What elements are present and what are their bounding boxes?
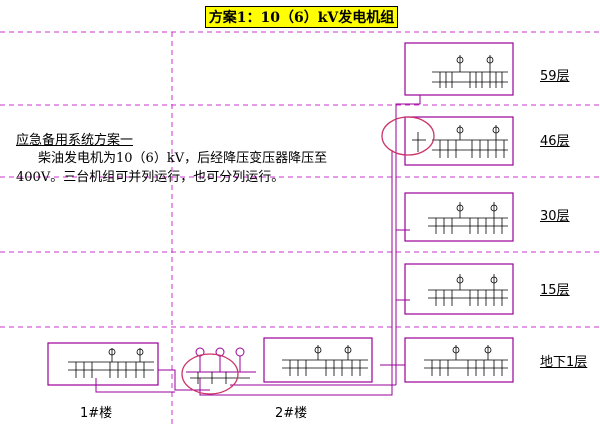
panel-b1-right <box>404 337 514 383</box>
panel-59f <box>404 42 514 96</box>
feeder-line <box>95 378 175 393</box>
floor-label-b1: 地下1层 <box>540 355 588 370</box>
panel-b1-bldg2 <box>263 337 373 383</box>
riser-line <box>395 95 421 385</box>
floor-label-15: 15层 <box>540 283 570 298</box>
panel-46f <box>404 116 514 166</box>
generator-busbar <box>190 372 250 384</box>
floor-label-46: 46层 <box>540 134 570 149</box>
floor-label-59: 59层 <box>540 69 570 84</box>
feeder-line <box>199 150 393 396</box>
floor-label-30: 30层 <box>540 209 570 224</box>
building-label-1: 1#楼 <box>80 406 113 421</box>
scheme-description: 柴油发电机为10（6）kV，后经降压变压器降压至400V。三台机组可并列运行，也… <box>16 151 328 185</box>
switchgear-panels <box>47 42 514 386</box>
highlight-generators <box>181 353 239 395</box>
feeder-line <box>158 369 210 391</box>
feeder-lines <box>95 95 421 396</box>
highlight-46f-transformer <box>381 116 435 156</box>
panel-circuits <box>68 55 508 378</box>
building-label-2: 2#楼 <box>275 406 308 421</box>
page-title: 方案1：10（6）kV发电机组 <box>205 6 398 28</box>
panel-30f <box>404 192 514 242</box>
floor-divider-lines <box>0 31 600 328</box>
generator-3 <box>235 347 245 357</box>
panel-15f <box>404 263 514 315</box>
scheme-heading: 应急备用系统方案一 <box>16 133 134 148</box>
panel-b1-bldg1 <box>47 342 159 386</box>
generators <box>186 347 256 373</box>
